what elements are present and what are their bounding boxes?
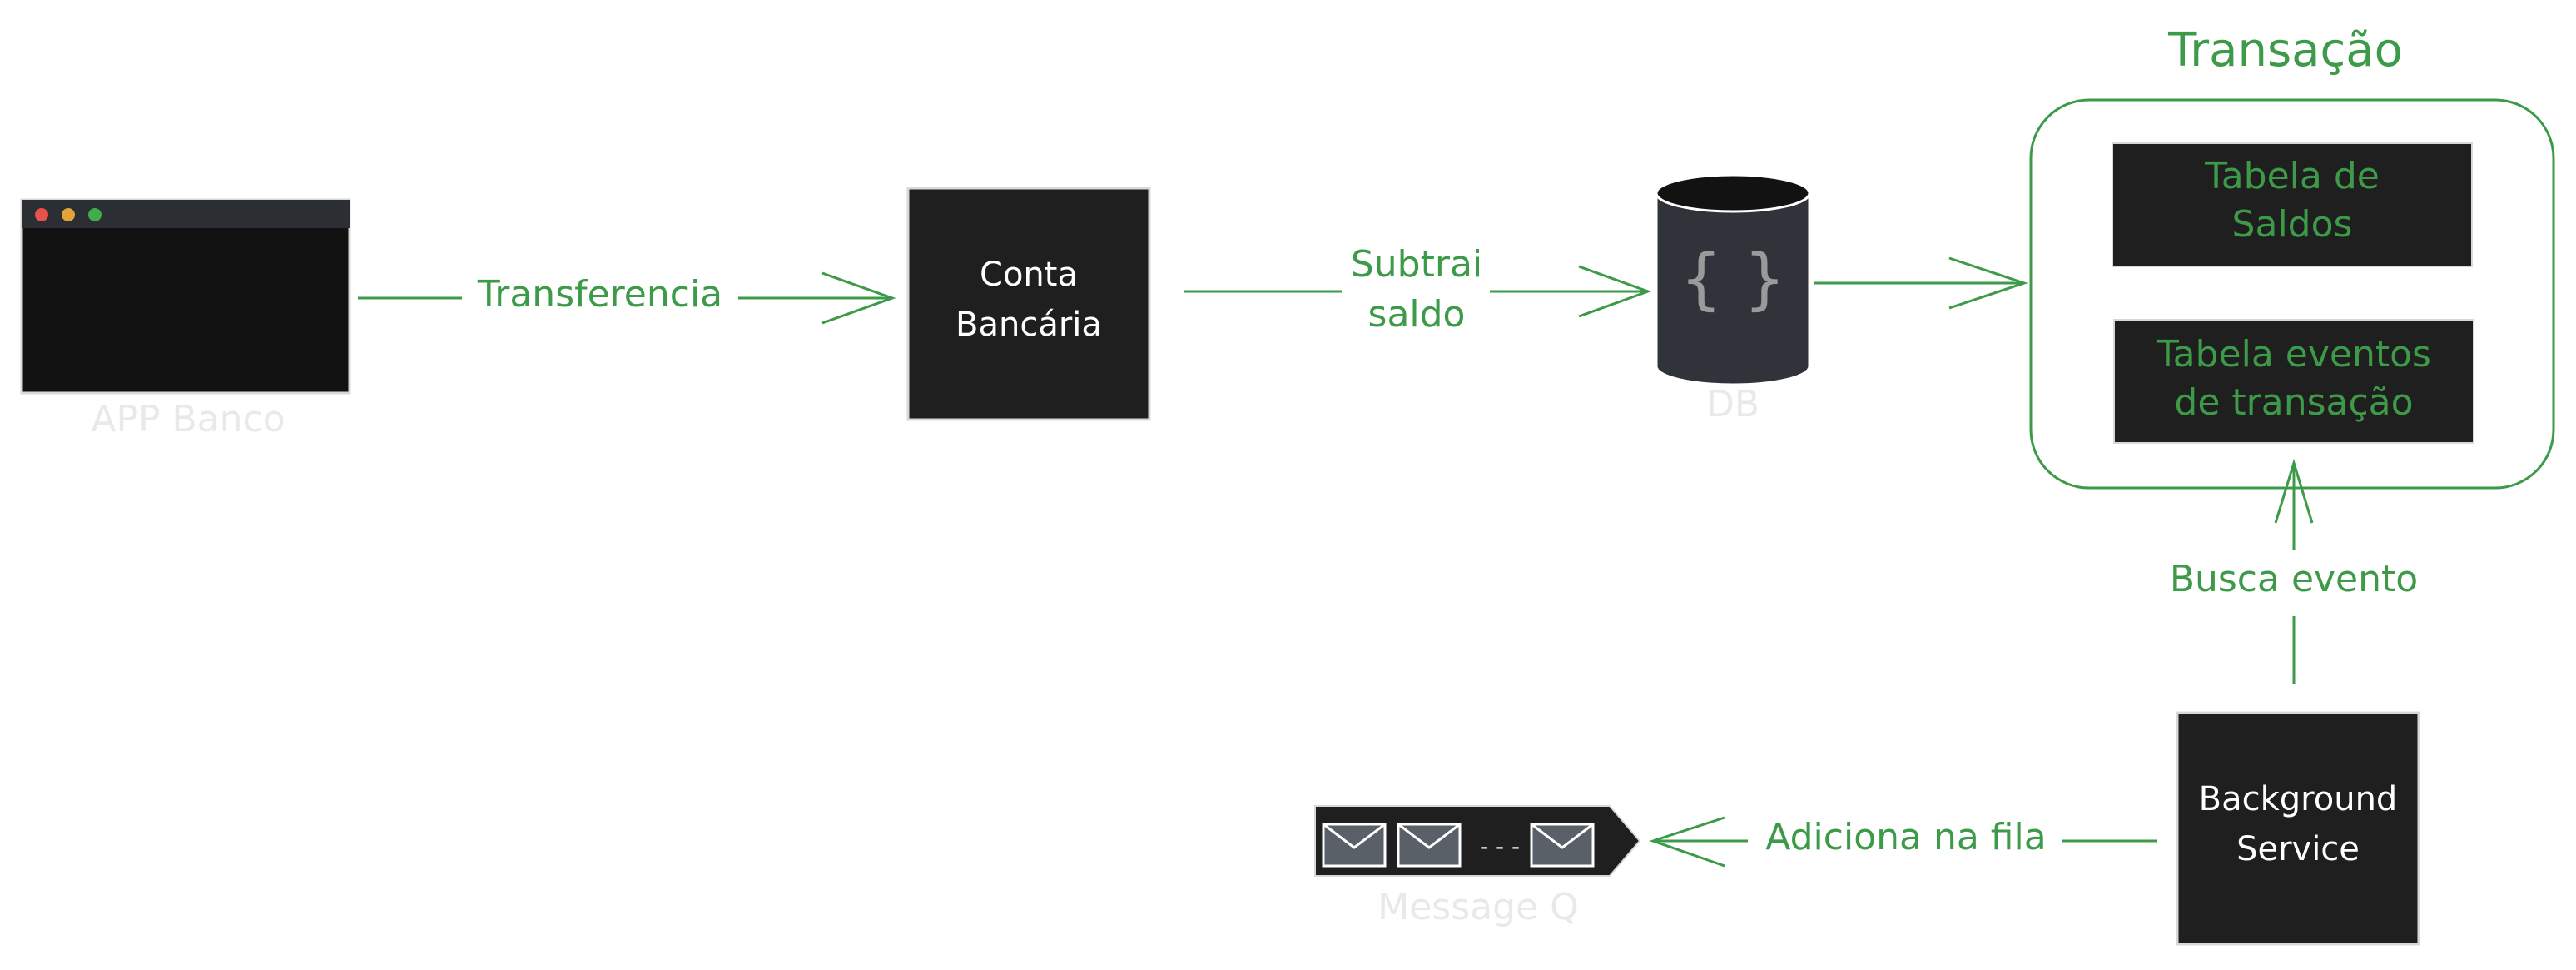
tabela-saldos-line2: Saldos [2232, 203, 2353, 246]
envelope-icon [1397, 823, 1462, 868]
background-service-node: Background Service [2176, 711, 2420, 946]
window-minimize-dot [62, 208, 75, 221]
transacao-container [2029, 98, 2555, 490]
message-queue-node: - - - Message Q [1314, 805, 1641, 928]
edge-label-saldo: saldo [1368, 293, 1466, 336]
window-maximize-dot [88, 208, 102, 221]
arrowhead-icon [2274, 458, 2314, 524]
tabela-eventos-line1: Tabela eventos [2156, 333, 2431, 376]
edge-adiciona-na-fila: Adiciona na fila [1649, 816, 2157, 868]
transacao-group: Transação Tabela de Saldos Tabela evento… [2029, 23, 2555, 490]
browser-titlebar [22, 200, 350, 228]
envelope-icon [1530, 823, 1595, 868]
tabela-saldos-line1: Tabela de [2204, 155, 2380, 197]
tabela-eventos-line2: de transação [2174, 381, 2413, 424]
arrowhead-icon [821, 271, 896, 325]
edge-db-to-transacao [1814, 256, 2028, 310]
edge-label-transferencia: Transferencia [477, 273, 722, 316]
edge-subtrai-saldo: Subtrai saldo [1184, 243, 1652, 336]
background-label-line2: Service [2236, 830, 2360, 868]
edge-label-busca: Busca evento [2170, 558, 2418, 600]
db-node: { } DB [1655, 173, 1811, 425]
envelope-icon [1322, 823, 1387, 868]
conta-label-line1: Conta [980, 256, 1078, 294]
conta-label-line2: Bancária [955, 306, 1102, 344]
edge-transferencia: Transferencia [358, 271, 896, 325]
db-caption: DB [1706, 383, 1760, 425]
edge-label-adiciona: Adiciona na fila [1765, 816, 2046, 858]
background-label-line1: Background [2199, 780, 2398, 818]
browser-window-icon [20, 198, 351, 395]
app-banco-caption: APP Banco [91, 398, 285, 440]
queue-ellipsis: - - - [1480, 833, 1520, 860]
tabela-eventos: Tabela eventos de transação [2113, 319, 2474, 444]
database-icon [1655, 192, 1811, 386]
edge-label-subtrai: Subtrai [1351, 243, 1482, 286]
db-glyph: { } [1680, 240, 1785, 317]
edge-busca-evento: Busca evento [2170, 458, 2418, 684]
arrowhead-icon [1948, 256, 2028, 310]
conta-bancaria-node: Conta Bancária [906, 187, 1151, 421]
message-queue-caption: Message Q [1377, 886, 1578, 928]
arrowhead-icon [1649, 816, 1725, 868]
transacao-title: Transação [2167, 23, 2403, 77]
tabela-saldos: Tabela de Saldos [2112, 142, 2473, 267]
window-close-dot [35, 208, 48, 221]
arrowhead-icon [1578, 265, 1652, 318]
app-banco-node: APP Banco [20, 198, 351, 440]
